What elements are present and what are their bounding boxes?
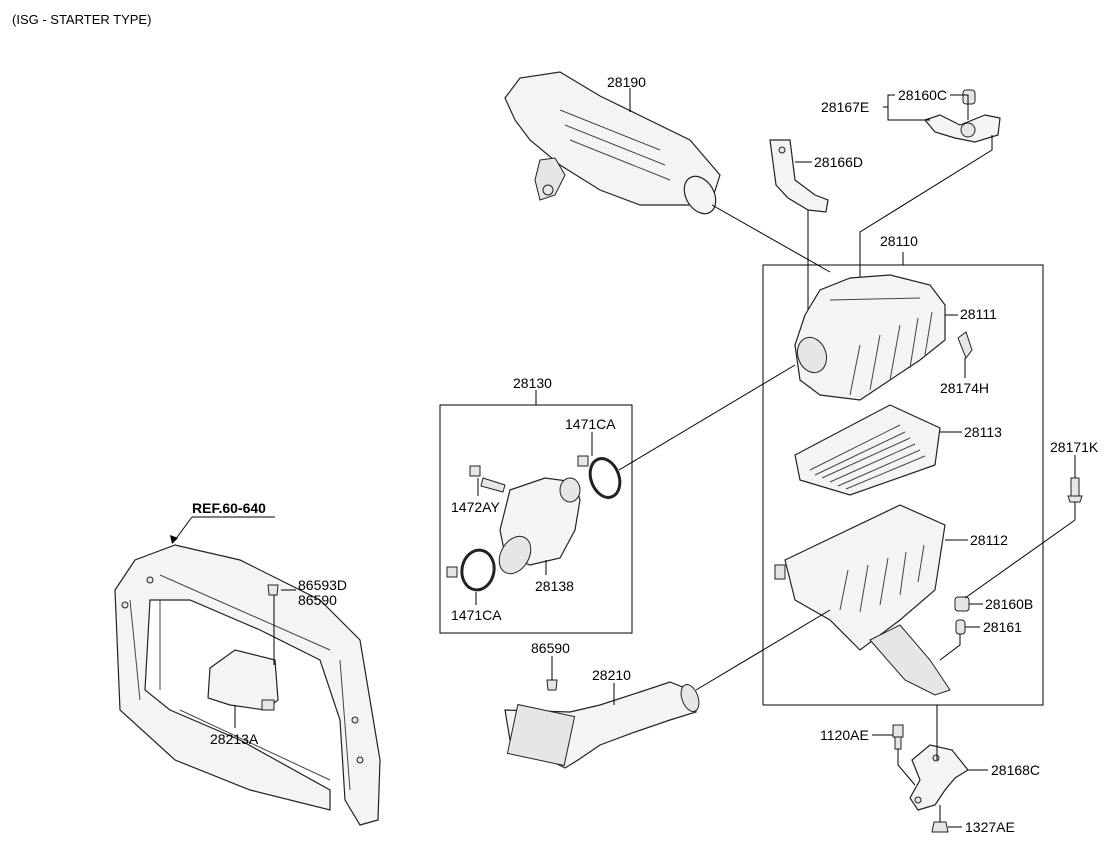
- cleaner-body-part: [774, 504, 951, 696]
- clamp-1471ca-top-part: [577, 455, 622, 499]
- pin-28161-part: [955, 619, 966, 635]
- connector-duct-to-body: [695, 609, 831, 691]
- label-86590-left: 86590: [298, 592, 337, 608]
- clamp-1471ca-bottom-part: [446, 548, 496, 592]
- label-28112: 28112: [970, 532, 1008, 548]
- leader-28167e: [883, 94, 895, 108]
- label-28168c: 28168C: [991, 762, 1040, 778]
- label-28130: 28130: [513, 375, 552, 391]
- clip-86593d-part: [267, 584, 279, 596]
- label-28210: 28210: [592, 667, 631, 683]
- label-1327ae: 1327AE: [965, 819, 1015, 835]
- label-1471ca-bottom: 1471CA: [451, 607, 502, 623]
- bolt-28171k-part: [1067, 477, 1083, 503]
- ref-label: REF.60-640: [192, 500, 266, 516]
- connector-hose-to-cover: [618, 364, 796, 471]
- sensor-1472ay-part: [469, 465, 506, 493]
- label-28138: 28138: [535, 578, 574, 594]
- connector-28167e-to-cover: [859, 135, 993, 278]
- clip-28174h-part: [957, 331, 973, 360]
- ref-arrowhead: [170, 535, 178, 544]
- bracket-28166d-part: [769, 139, 829, 213]
- bracket-28168c-part: [909, 744, 969, 811]
- clip-86590-mid-part: [546, 679, 558, 691]
- resonator-part: [504, 71, 721, 215]
- label-28113: 28113: [964, 424, 1002, 440]
- label-28167e: 28167E: [821, 99, 869, 115]
- cleaner-cover-part: [794, 274, 946, 401]
- label-28171k: 28171K: [1050, 439, 1099, 455]
- nut-1327ae-part: [931, 821, 949, 833]
- label-1471ca-top: 1471CA: [565, 416, 616, 432]
- diagram-title: (ISG - STARTER TYPE): [12, 12, 151, 27]
- label-28190: 28190: [607, 74, 646, 90]
- intake-duct-28210-part: [504, 681, 700, 769]
- intake-hose-28138-part: [498, 477, 581, 575]
- label-28161: 28161: [983, 619, 1022, 635]
- label-28111: 28111: [960, 306, 997, 322]
- bracket-28167e-part: [923, 89, 1001, 143]
- bolt-1120ae-part: [892, 724, 904, 750]
- label-28110: 28110: [880, 233, 918, 249]
- label-28160c: 28160C: [898, 87, 947, 103]
- carrier-frame-part: [114, 544, 381, 826]
- label-86590-mid: 86590: [531, 640, 570, 656]
- ref-leader: [174, 516, 193, 541]
- label-1120ae: 1120AE: [820, 727, 869, 743]
- label-28174h: 28174H: [940, 380, 989, 396]
- label-28166d: 28166D: [814, 154, 863, 170]
- air-guide-28213a-part: [207, 649, 279, 711]
- filter-element-part: [794, 404, 941, 496]
- connector-28171k-to-grommet: [964, 519, 1076, 599]
- label-28213a: 28213A: [210, 731, 259, 747]
- label-1472ay: 1472AY: [451, 499, 500, 515]
- grommet-28160b-part: [954, 596, 970, 612]
- leader-28160c: [950, 94, 969, 120]
- connector-resonator-to-cover: [711, 204, 831, 273]
- label-86593d: 86593D: [298, 577, 347, 593]
- label-28160b: 28160B: [985, 596, 1033, 612]
